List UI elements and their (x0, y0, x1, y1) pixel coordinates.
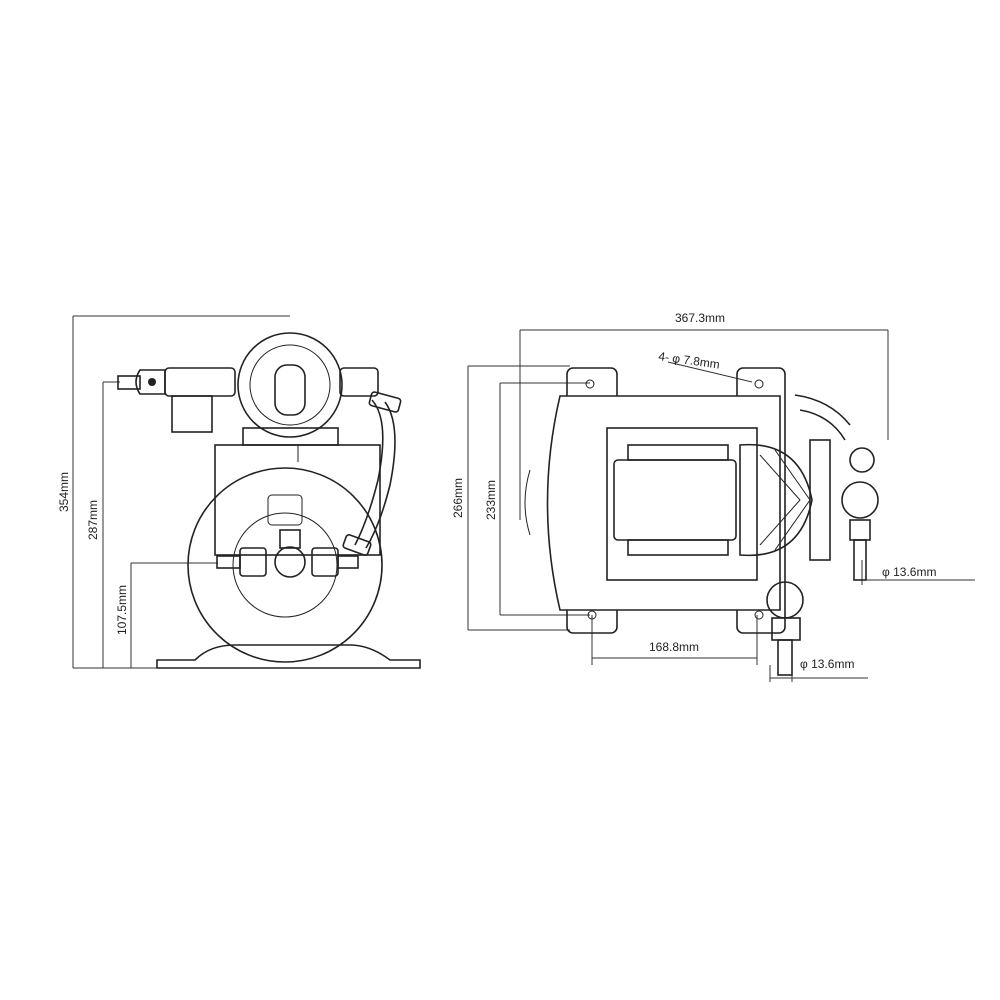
label-107-5: 107.5mm (115, 585, 129, 635)
motor-plate (606, 427, 758, 581)
label-367-3: 367.3mm (675, 311, 725, 325)
side-view: 354mm 287mm 107.5mm (57, 315, 421, 669)
tank-body (546, 395, 781, 611)
pump-head-top (739, 439, 831, 561)
dimension-mount-holes: 4- φ 7.8mm (658, 349, 753, 383)
top-view: 367.3mm 4- φ 7.8mm 266mm 233mm 168.8mm φ… (451, 311, 975, 682)
label-mount-holes: 4- φ 7.8mm (658, 349, 721, 371)
base-plate (156, 644, 421, 669)
dimension-287: 287mm (86, 381, 120, 668)
dimension-107-5: 107.5mm (115, 562, 218, 668)
label-168-8: 168.8mm (649, 640, 699, 654)
tee-fitting (216, 529, 359, 578)
dimension-354: 354mm (57, 315, 290, 669)
inlet-fitting (766, 581, 804, 676)
dimension-outlet-diameter: φ 13.6mm (861, 560, 975, 585)
label-inlet-diameter: φ 13.6mm (800, 657, 854, 671)
outlet-fitting (794, 394, 879, 581)
pump-head (117, 332, 379, 446)
label-287: 287mm (86, 500, 100, 540)
dimension-inlet-diameter: φ 13.6mm (769, 657, 868, 682)
dimension-266: 266mm (451, 365, 570, 631)
label-266: 266mm (451, 478, 465, 518)
hose (354, 399, 396, 549)
label-outlet-diameter: φ 13.6mm (882, 565, 936, 579)
label-354: 354mm (57, 472, 71, 512)
dimension-367-3: 367.3mm (519, 311, 889, 520)
dimension-168-8: 168.8mm (591, 615, 758, 665)
dimension-233: 233mm (484, 382, 590, 616)
pressure-tank (187, 467, 383, 663)
label-233: 233mm (484, 480, 498, 520)
